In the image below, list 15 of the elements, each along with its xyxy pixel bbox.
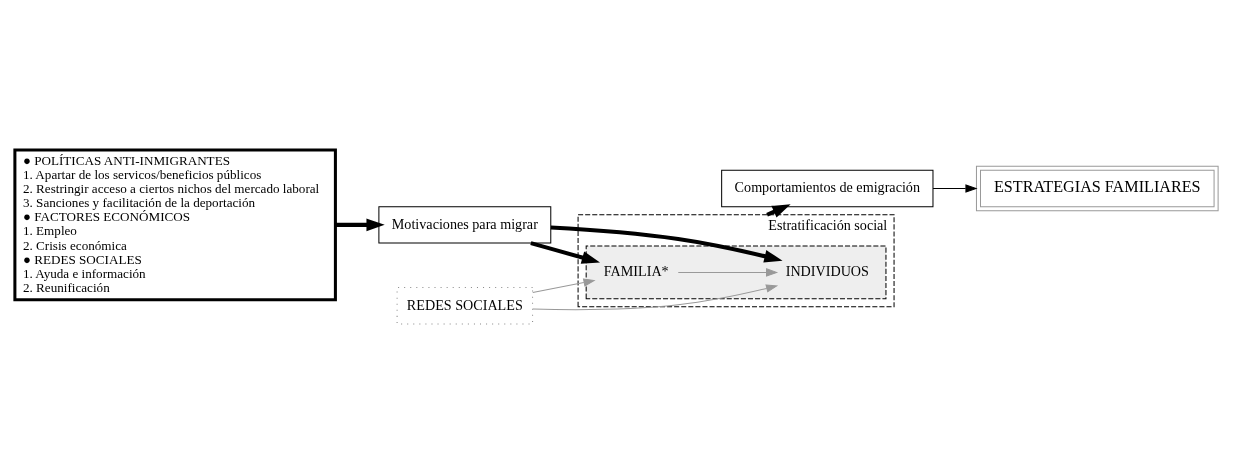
- arrow: [550, 225, 783, 263]
- arrow: [532, 278, 596, 294]
- node-box: REDES SOCIALES: [396, 287, 534, 325]
- arrow: [335, 218, 385, 232]
- node-box: Motivaciones para migrar: [378, 206, 552, 244]
- node-box: ESTRATEGIAS FAMILIARES: [975, 165, 1219, 212]
- node-box: Comportamientos de emigración: [721, 169, 934, 208]
- arrow: [932, 184, 978, 193]
- node-box: ● POLÍTICAS ANTI-INMIGRANTES 1. Apartar de los servicos/beneficios públicos 2. Restringir acceso a ciertos nichos del mercado laboral 3. Sanciones y facilitación de la deportación ● FACTORES ECONÓMICOS 1. Empleo 2. Crisis económica ● REDES SOCIALES 1. Ayuda e información 2. Reunificación: [13, 148, 337, 302]
- node-text: INDIVIDUOS: [785, 263, 869, 280]
- arrow: [677, 268, 779, 277]
- node-text: FAMILIA*: [603, 263, 669, 280]
- arrow: [530, 241, 600, 264]
- arrow: [532, 284, 779, 311]
- cluster: [585, 245, 887, 300]
